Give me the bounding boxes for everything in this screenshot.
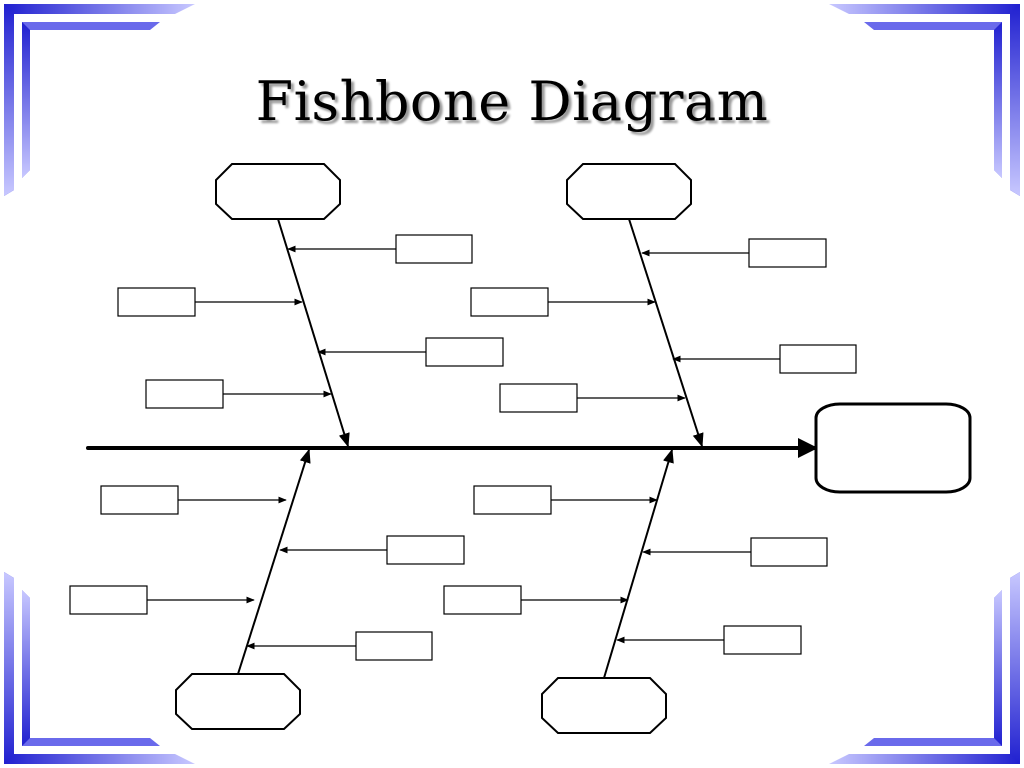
cause-box <box>473 485 552 515</box>
category-box-bottom-1 <box>175 673 301 730</box>
cause-box <box>470 287 549 317</box>
frame-corner-top-left <box>4 4 195 196</box>
cause-box <box>355 631 433 661</box>
cause-box <box>748 238 827 268</box>
cause-box <box>69 585 148 615</box>
slide-title: Fishbone Diagram <box>255 70 769 133</box>
category-box-top-1 <box>215 163 341 220</box>
frame-corner-top-right <box>829 4 1020 196</box>
cause-box <box>723 625 802 655</box>
cause-box <box>117 287 196 317</box>
bone-bottom-1 <box>237 448 311 675</box>
cause-box <box>425 337 504 367</box>
cause-box <box>443 585 522 615</box>
cause-box <box>750 537 828 567</box>
bone-top-1 <box>277 218 350 448</box>
cause-box <box>395 234 473 264</box>
frame-corner-bottom-right <box>829 572 1020 764</box>
bone-bottom-2 <box>603 448 674 679</box>
cause-box <box>100 485 179 515</box>
cause-box <box>499 383 578 413</box>
effect-box <box>814 402 972 494</box>
cause-box <box>145 379 224 409</box>
category-box-bottom-2 <box>541 677 667 734</box>
category-box-top-2 <box>566 163 692 220</box>
cause-box <box>386 535 465 565</box>
frame-corner-bottom-left <box>4 572 195 764</box>
cause-box <box>779 344 857 374</box>
bone-top-2 <box>628 218 704 448</box>
